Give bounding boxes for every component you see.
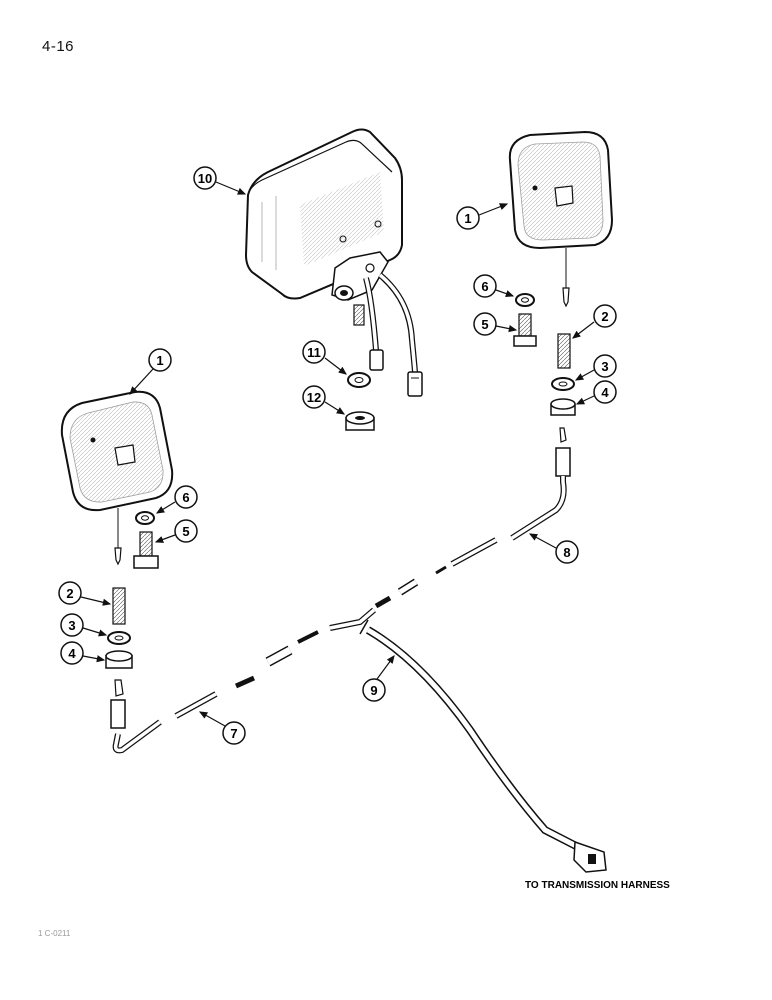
callout-lockwasher-center: 11 [302, 340, 347, 375]
transmission-harness-note: TO TRANSMISSION HARNESS [525, 880, 670, 891]
callout-harness-main-label: 9 [370, 683, 377, 698]
callout-bolt-left: 5 [154, 519, 198, 543]
callout-lockwasher-right-label: 6 [481, 279, 488, 294]
callout-washer-left: 3 [60, 613, 108, 637]
callout-nut-right: 4 [575, 380, 617, 405]
callout-bolt-right: 5 [473, 312, 518, 336]
page-number: 4-16 [42, 38, 75, 55]
callout-lockwasher-left: 6 [155, 485, 198, 514]
callout-harness-main: 9 [362, 655, 395, 702]
callout-washer-right-label: 3 [601, 359, 608, 374]
callout-nut-left-label: 4 [68, 646, 76, 661]
wiring-harness [110, 427, 607, 873]
callout-washer-right: 3 [574, 354, 617, 381]
callout-harness-left: 7 [198, 711, 246, 745]
callout-stud-left-label: 2 [66, 586, 73, 601]
lamp-left [60, 390, 174, 566]
callout-washer-left-label: 3 [68, 618, 75, 633]
callout-floodlight-label: 10 [198, 171, 212, 186]
footer-code: 1 C-0211 [38, 929, 71, 938]
hardware-left [105, 511, 159, 669]
callout-nut-right-label: 4 [601, 385, 609, 400]
callout-lamp-right: 1 [456, 203, 509, 230]
callout-harness-right-label: 8 [563, 545, 570, 560]
callout-nut-center: 12 [302, 385, 346, 415]
callout-lockwasher-right: 6 [473, 274, 515, 298]
callout-lamp-left-label: 1 [156, 353, 163, 368]
callout-harness-right: 8 [528, 533, 579, 564]
hardware-right [513, 293, 576, 416]
callout-floodlight: 10 [193, 166, 247, 195]
callout-stud-right-label: 2 [601, 309, 608, 324]
lamp-right [508, 130, 614, 308]
callout-bolt-right-label: 5 [481, 317, 488, 332]
hardware-center [345, 372, 375, 431]
callout-nut-center-label: 12 [307, 390, 321, 405]
callout-lamp-left: 1 [129, 348, 172, 395]
callout-harness-left-label: 7 [230, 726, 237, 741]
callout-lockwasher-left-label: 6 [182, 490, 189, 505]
callout-stud-left: 2 [58, 581, 112, 606]
callout-bolt-left-label: 5 [182, 524, 189, 539]
callout-stud-right: 2 [572, 304, 617, 339]
callout-nut-left: 4 [60, 641, 106, 665]
callout-lockwasher-center-label: 11 [307, 345, 321, 360]
callout-lamp-right-label: 1 [464, 211, 471, 226]
floodlight [244, 128, 423, 397]
